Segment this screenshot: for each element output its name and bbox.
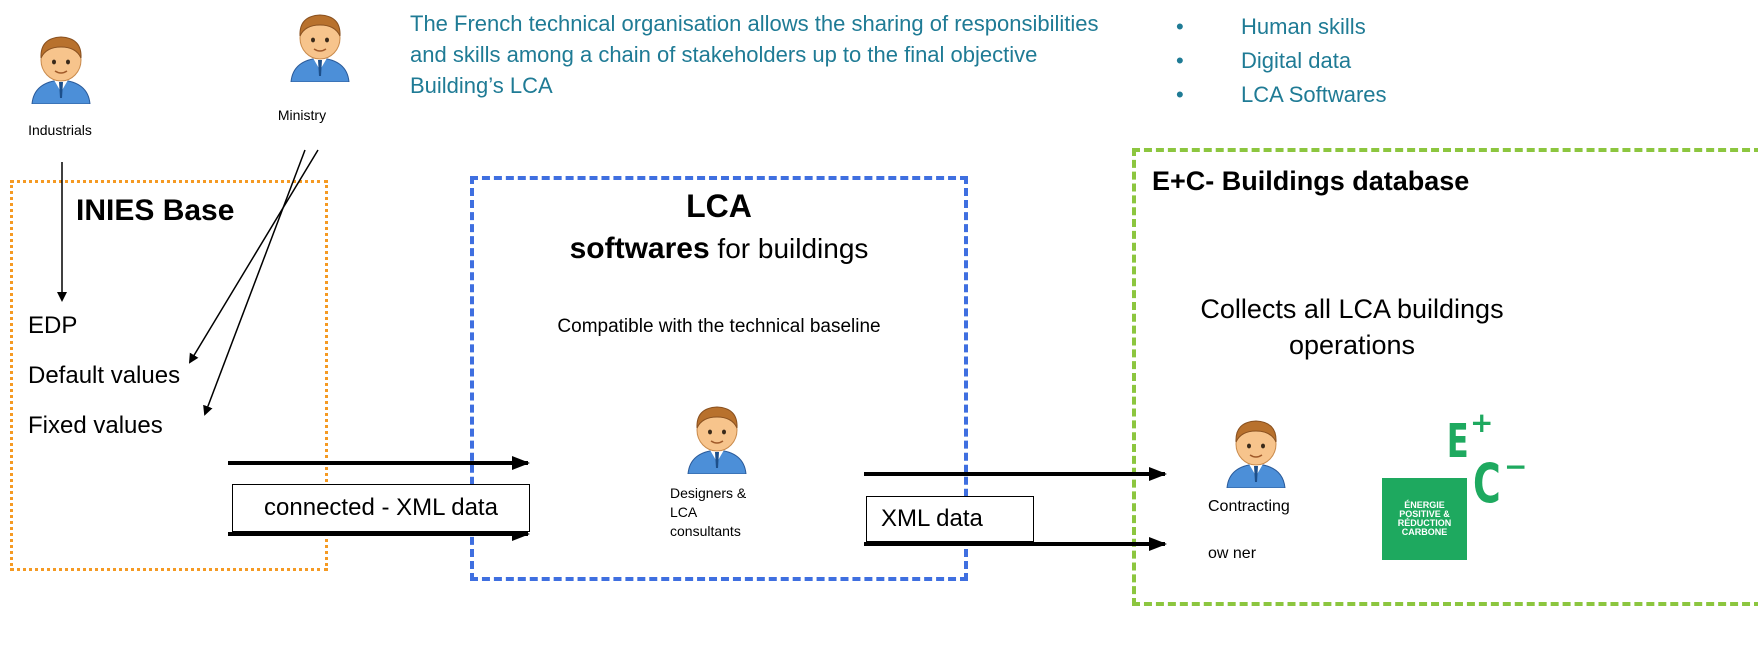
bullet-marker: • bbox=[1176, 82, 1184, 107]
inies-item-edp: EDP bbox=[28, 312, 78, 339]
ministry-to-default-values-arrow bbox=[188, 149, 319, 364]
contracting-owner-line: ow ner bbox=[1208, 545, 1257, 562]
ministry-label: Ministry bbox=[277, 107, 327, 123]
ec-description: Collects all LCA buildings operations bbox=[1152, 291, 1552, 363]
ec-logo-plus: + bbox=[1470, 406, 1494, 439]
contracting-owner-line: Contracting bbox=[1208, 498, 1290, 515]
ec-logo-caption: CARBONE bbox=[1401, 527, 1448, 537]
bullet-label: Digital data bbox=[1241, 48, 1352, 73]
xml-data-label: XML data bbox=[866, 496, 1034, 542]
bullet-marker: • bbox=[1176, 14, 1184, 39]
lca-title-bold: softwares bbox=[569, 232, 710, 265]
intro-text: The French technical organisation allows… bbox=[410, 11, 1099, 98]
ministry-to-fixed-values-arrow bbox=[203, 149, 306, 416]
designers-label-line: LCA bbox=[670, 504, 698, 520]
bullet-item: • LCA Softwares bbox=[1176, 78, 1387, 112]
lca-title-line2: softwares for buildings bbox=[470, 232, 968, 266]
designers-label-line: Designers & bbox=[670, 485, 747, 501]
bullet-label: LCA Softwares bbox=[1241, 82, 1387, 107]
lca-subtitle: Compatible with the technical baseline bbox=[557, 316, 881, 337]
ec-logo-e: E bbox=[1446, 414, 1469, 468]
contracting-owner-label: Contracting ow ner bbox=[1208, 498, 1290, 563]
ec-description-line: Collects all LCA buildings bbox=[1200, 294, 1504, 324]
ec-logo-caption: POSITIVE & bbox=[1399, 509, 1450, 519]
ec-logo-mark: E + C − bbox=[1432, 406, 1532, 515]
designers-label: Designers & LCA consultants bbox=[670, 484, 746, 541]
lca-softwares-box bbox=[470, 176, 968, 581]
connected-xml-data-label: connected - XML data bbox=[232, 484, 530, 532]
ec-description-line: operations bbox=[1288, 330, 1416, 360]
ec-logo-caption: ÉNERGIE bbox=[1404, 500, 1445, 510]
bullet-item: • Human skills bbox=[1176, 10, 1387, 44]
industrials-label: Industrials bbox=[28, 122, 92, 138]
ec-logo-caption: RÉDUCTION bbox=[1397, 518, 1452, 528]
bullet-item: • Digital data bbox=[1176, 44, 1387, 78]
inies-base-box bbox=[10, 180, 328, 571]
bullet-marker: • bbox=[1176, 48, 1184, 73]
inies-title: INIES Base bbox=[76, 194, 235, 227]
inies-item-default-values: Default values bbox=[28, 362, 181, 389]
ec-logo-minus: − bbox=[1504, 450, 1528, 483]
ec-database-box bbox=[1132, 148, 1758, 606]
resource-list: • Human skills • Digital data • LCA Softwar… bbox=[1176, 10, 1387, 112]
ec-logo-c: C bbox=[1472, 452, 1501, 515]
bullet-label: Human skills bbox=[1241, 14, 1366, 39]
ec-title: E+C- Buildings database bbox=[1152, 166, 1470, 196]
lca-title-line1: LCA bbox=[686, 188, 752, 224]
ec-logo-badge: ÉNERGIE POSITIVE & RÉDUCTION CARBONE bbox=[1382, 478, 1467, 560]
inies-item-fixed-values: Fixed values bbox=[28, 412, 163, 439]
lca-title-rest: for buildings bbox=[709, 233, 869, 264]
designers-label-line: consultants bbox=[670, 523, 741, 539]
